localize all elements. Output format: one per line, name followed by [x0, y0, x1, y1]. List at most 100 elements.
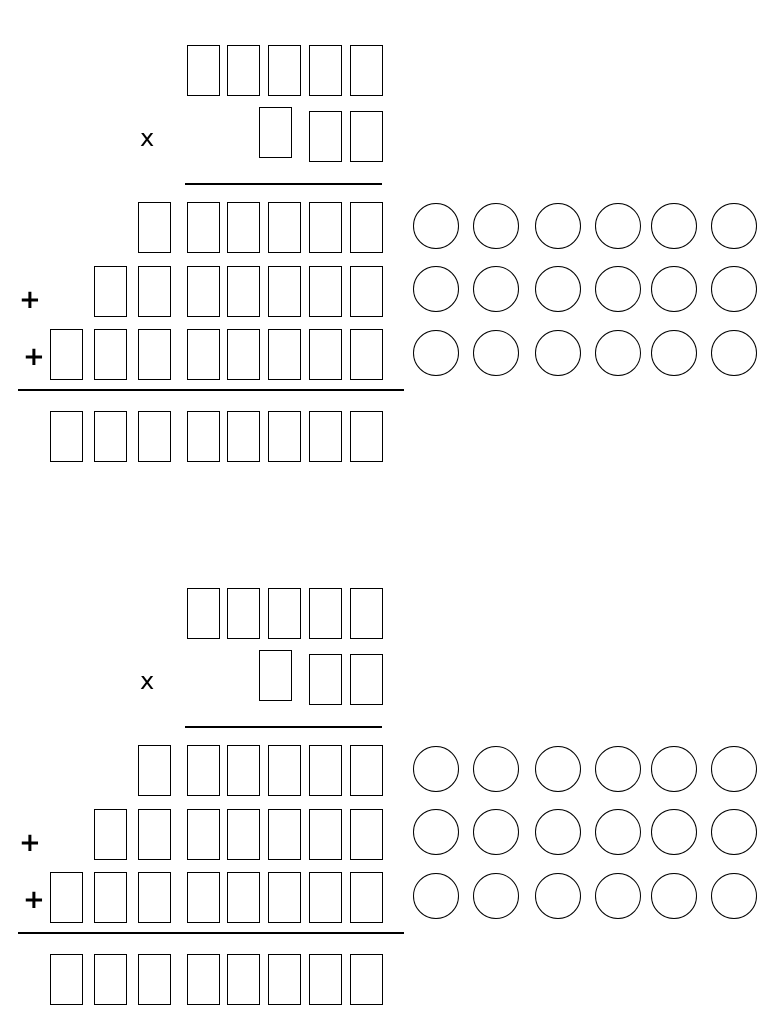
carry-circle[interactable]: [473, 203, 519, 249]
partial-product-1-digit-box-4[interactable]: [268, 202, 301, 253]
answer-digit-box-6[interactable]: [268, 954, 301, 1005]
carry-circle[interactable]: [413, 873, 459, 919]
partial-product-3-digit-box-1[interactable]: [50, 329, 83, 380]
partial-product-3-digit-box-4[interactable]: [187, 872, 220, 923]
multiplicand-digit-box-1[interactable]: [187, 45, 220, 96]
multiplier-digit-box-3[interactable]: [350, 111, 383, 162]
partial-product-2-digit-box-5[interactable]: [268, 266, 301, 317]
carry-circle[interactable]: [651, 746, 697, 792]
carry-circle[interactable]: [595, 809, 641, 855]
partial-product-3-digit-box-3[interactable]: [138, 329, 171, 380]
carry-circle[interactable]: [413, 266, 459, 312]
partial-product-1-digit-box-6[interactable]: [350, 745, 383, 796]
answer-digit-box-5[interactable]: [227, 411, 260, 462]
carry-circle[interactable]: [473, 266, 519, 312]
carry-circle[interactable]: [473, 873, 519, 919]
partial-product-1-digit-box-3[interactable]: [227, 202, 260, 253]
multiplicand-digit-box-3[interactable]: [268, 45, 301, 96]
multiplicand-digit-box-2[interactable]: [227, 45, 260, 96]
carry-circle[interactable]: [651, 809, 697, 855]
answer-digit-box-3[interactable]: [138, 954, 171, 1005]
partial-product-1-digit-box-5[interactable]: [309, 745, 342, 796]
partial-product-2-digit-box-3[interactable]: [187, 809, 220, 860]
partial-product-3-digit-box-1[interactable]: [50, 872, 83, 923]
answer-digit-box-7[interactable]: [309, 411, 342, 462]
partial-product-2-digit-box-4[interactable]: [227, 809, 260, 860]
carry-circle[interactable]: [413, 203, 459, 249]
carry-circle[interactable]: [535, 330, 581, 376]
partial-product-2-digit-box-7[interactable]: [350, 809, 383, 860]
carry-circle[interactable]: [711, 809, 757, 855]
partial-product-2-digit-box-6[interactable]: [309, 809, 342, 860]
carry-circle[interactable]: [711, 330, 757, 376]
partial-product-3-digit-box-8[interactable]: [350, 872, 383, 923]
carry-circle[interactable]: [711, 873, 757, 919]
answer-digit-box-8[interactable]: [350, 954, 383, 1005]
partial-product-3-digit-box-4[interactable]: [187, 329, 220, 380]
partial-product-2-digit-box-1[interactable]: [94, 809, 127, 860]
multiplier-digit-box-3[interactable]: [350, 654, 383, 705]
carry-circle[interactable]: [535, 809, 581, 855]
carry-circle[interactable]: [595, 873, 641, 919]
answer-digit-box-7[interactable]: [309, 954, 342, 1005]
partial-product-3-digit-box-2[interactable]: [94, 872, 127, 923]
carry-circle[interactable]: [711, 203, 757, 249]
answer-digit-box-1[interactable]: [50, 411, 83, 462]
answer-digit-box-5[interactable]: [227, 954, 260, 1005]
carry-circle[interactable]: [535, 746, 581, 792]
carry-circle[interactable]: [413, 330, 459, 376]
multiplier-digit-box-2[interactable]: [309, 654, 342, 705]
multiplicand-digit-box-2[interactable]: [227, 588, 260, 639]
carry-circle[interactable]: [535, 873, 581, 919]
multiplicand-digit-box-5[interactable]: [350, 45, 383, 96]
carry-circle[interactable]: [413, 746, 459, 792]
partial-product-3-digit-box-5[interactable]: [227, 872, 260, 923]
carry-circle[interactable]: [711, 746, 757, 792]
multiplicand-digit-box-4[interactable]: [309, 45, 342, 96]
answer-digit-box-2[interactable]: [94, 954, 127, 1005]
partial-product-2-digit-box-2[interactable]: [138, 266, 171, 317]
carry-circle[interactable]: [651, 266, 697, 312]
carry-circle[interactable]: [413, 809, 459, 855]
partial-product-3-digit-box-8[interactable]: [350, 329, 383, 380]
carry-circle[interactable]: [595, 330, 641, 376]
partial-product-3-digit-box-6[interactable]: [268, 329, 301, 380]
multiplier-digit-box-2[interactable]: [309, 111, 342, 162]
carry-circle[interactable]: [711, 266, 757, 312]
partial-product-2-digit-box-6[interactable]: [309, 266, 342, 317]
partial-product-3-digit-box-6[interactable]: [268, 872, 301, 923]
partial-product-2-digit-box-4[interactable]: [227, 266, 260, 317]
answer-digit-box-6[interactable]: [268, 411, 301, 462]
carry-circle[interactable]: [651, 203, 697, 249]
multiplicand-digit-box-5[interactable]: [350, 588, 383, 639]
carry-circle[interactable]: [473, 746, 519, 792]
carry-circle[interactable]: [595, 203, 641, 249]
multiplicand-digit-box-1[interactable]: [187, 588, 220, 639]
multiplier-digit-box-1[interactable]: [259, 650, 292, 701]
multiplicand-digit-box-3[interactable]: [268, 588, 301, 639]
partial-product-1-digit-box-5[interactable]: [309, 202, 342, 253]
carry-circle[interactable]: [473, 330, 519, 376]
partial-product-2-digit-box-7[interactable]: [350, 266, 383, 317]
answer-digit-box-1[interactable]: [50, 954, 83, 1005]
partial-product-1-digit-box-1[interactable]: [138, 745, 171, 796]
partial-product-2-digit-box-3[interactable]: [187, 266, 220, 317]
carry-circle[interactable]: [535, 266, 581, 312]
carry-circle[interactable]: [595, 746, 641, 792]
answer-digit-box-4[interactable]: [187, 954, 220, 1005]
partial-product-1-digit-box-2[interactable]: [187, 745, 220, 796]
partial-product-1-digit-box-6[interactable]: [350, 202, 383, 253]
answer-digit-box-2[interactable]: [94, 411, 127, 462]
partial-product-2-digit-box-2[interactable]: [138, 809, 171, 860]
carry-circle[interactable]: [651, 330, 697, 376]
partial-product-2-digit-box-1[interactable]: [94, 266, 127, 317]
partial-product-1-digit-box-2[interactable]: [187, 202, 220, 253]
carry-circle[interactable]: [595, 266, 641, 312]
partial-product-3-digit-box-7[interactable]: [309, 329, 342, 380]
carry-circle[interactable]: [651, 873, 697, 919]
carry-circle[interactable]: [473, 809, 519, 855]
partial-product-3-digit-box-5[interactable]: [227, 329, 260, 380]
partial-product-2-digit-box-5[interactable]: [268, 809, 301, 860]
carry-circle[interactable]: [535, 203, 581, 249]
answer-digit-box-8[interactable]: [350, 411, 383, 462]
